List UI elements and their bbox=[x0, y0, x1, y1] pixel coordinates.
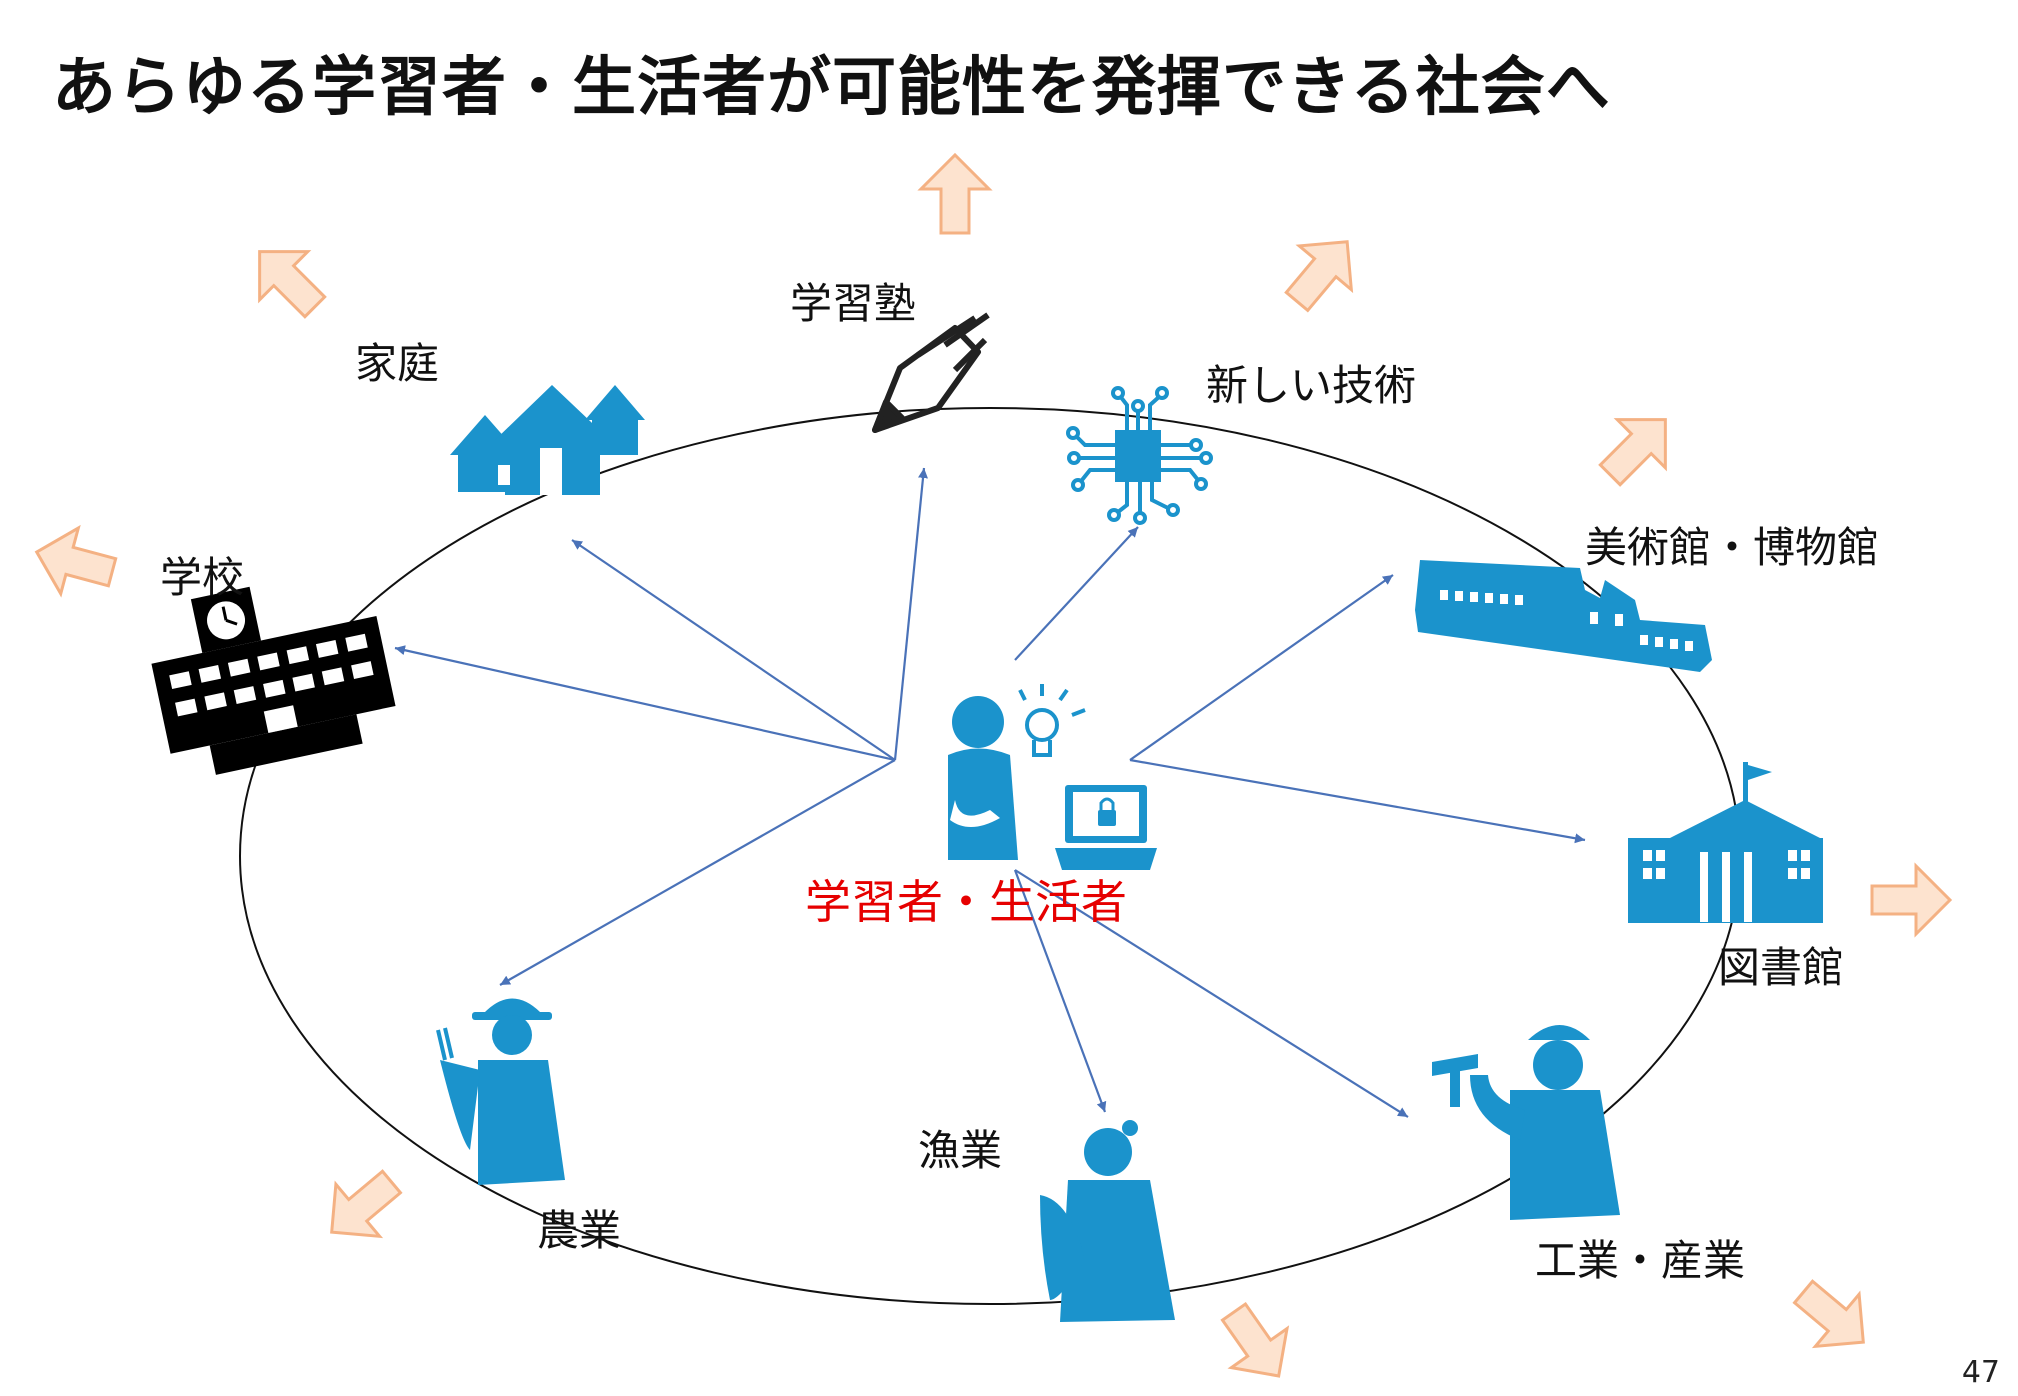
connector-arrow bbox=[1129, 758, 1586, 844]
node-label-fishery: 漁業 bbox=[918, 1126, 1002, 1175]
center-label: 学習者・生活者 bbox=[805, 875, 1127, 929]
connector-arrow bbox=[571, 539, 896, 761]
connector-arrow bbox=[499, 759, 896, 986]
outward-arrow bbox=[1204, 1291, 1309, 1396]
node-label-home: 家庭 bbox=[355, 339, 439, 388]
laptop-icon bbox=[1055, 785, 1157, 870]
connector-arrow bbox=[1013, 869, 1107, 1113]
outward-arrow bbox=[308, 1154, 415, 1260]
library-icon bbox=[1628, 762, 1823, 923]
fisher-icon bbox=[1040, 1120, 1175, 1322]
connector-arrow bbox=[1014, 869, 1409, 1118]
learner-person-icon bbox=[948, 696, 1018, 860]
connector-arrows bbox=[394, 467, 1586, 1118]
museum-icon bbox=[1415, 560, 1712, 672]
outward-arrow bbox=[1269, 218, 1375, 325]
node-label-new-tech: 新しい技術 bbox=[1206, 361, 1416, 410]
node-label-school: 学校 bbox=[160, 553, 244, 602]
page-number: 47 bbox=[1961, 1355, 2000, 1390]
school-icon bbox=[151, 586, 396, 775]
node-label-museum: 美術館・博物館 bbox=[1585, 523, 1879, 572]
outward-arrow bbox=[234, 226, 341, 333]
outward-arrow bbox=[1584, 394, 1691, 501]
node-label-cram-school: 学習塾 bbox=[790, 279, 916, 328]
page-title: あらゆる学習者・生活者が可能性を発揮できる社会へ bbox=[52, 51, 1611, 125]
houses-icon bbox=[450, 385, 645, 495]
node-label-agriculture: 農業 bbox=[537, 1206, 621, 1255]
connector-arrow bbox=[1129, 574, 1394, 761]
outward-arrow bbox=[1870, 864, 1952, 936]
farmer-icon bbox=[436, 998, 565, 1185]
chip-icon bbox=[1066, 386, 1213, 525]
outward-arrow bbox=[919, 153, 991, 235]
connector-arrow bbox=[394, 645, 896, 762]
connector-arrow bbox=[893, 467, 928, 761]
outward-arrow bbox=[1780, 1264, 1887, 1370]
pencil-icon bbox=[872, 312, 990, 433]
worker-icon bbox=[1432, 1025, 1620, 1220]
node-label-industry: 工業・産業 bbox=[1535, 1236, 1745, 1285]
lightbulb-icon bbox=[1018, 684, 1086, 757]
outward-arrow bbox=[26, 517, 123, 607]
node-label-library: 図書館 bbox=[1718, 943, 1844, 992]
connector-arrow bbox=[1014, 526, 1139, 661]
